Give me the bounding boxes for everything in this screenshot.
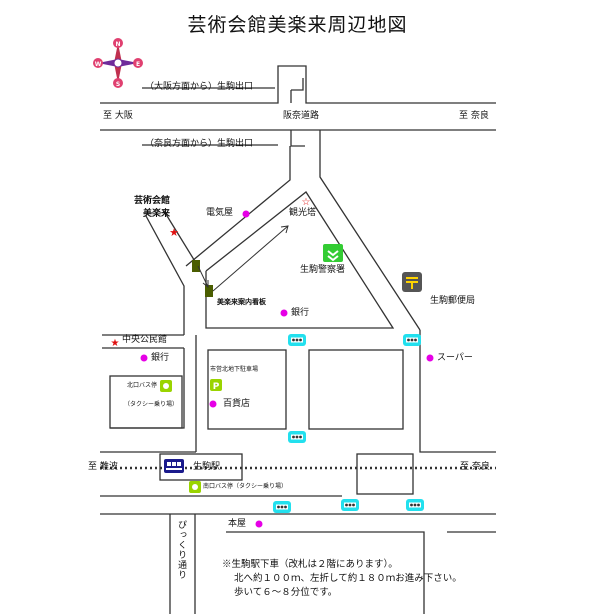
label-hanna-road: 阪奈道路 (283, 111, 320, 121)
label-bigakurai: 美楽来 (143, 209, 171, 219)
label-north-bus-stop: 北口バス停 (127, 382, 158, 389)
police-icon (323, 244, 343, 262)
label-bigakurai-hall: 芸術会館 (134, 196, 171, 206)
star-icon: ★ (169, 226, 179, 239)
label-bank-1: 銀行 (291, 308, 310, 318)
label-ikoma-station: 生駒駅 (193, 462, 221, 472)
label-department-store: 百貨店 (223, 399, 251, 409)
label-central-hall: 中央公民館 (122, 335, 168, 345)
compass-s: S (116, 81, 120, 88)
label-north-taxi: （タクシー乗り場） (124, 401, 179, 408)
note-line-3: 歩いて６～８分位です。 (234, 587, 338, 598)
compass-rose-icon (93, 38, 143, 88)
label-parking: 市営北地下駐車場 (210, 366, 259, 373)
bus-stop-icon (189, 481, 201, 493)
svg-text:P: P (213, 382, 220, 392)
label-bank-2: 銀行 (151, 353, 170, 363)
label-to-nara-rail: 至 奈良 (460, 462, 490, 472)
label-observation-tower: 観光塔 (289, 208, 317, 218)
label-supermarket: スーパー (437, 353, 473, 363)
label-bookstore: 本屋 (228, 519, 247, 529)
label-post-office: 生駒郵便局 (430, 296, 476, 306)
label-police-station: 生駒警察署 (300, 265, 346, 275)
post-office-icon (402, 272, 422, 292)
train-icon (164, 459, 184, 473)
bus-stop-icon (160, 380, 172, 392)
compass-n: N (115, 41, 120, 48)
directions-note: ※生駒駅下車（改札は２階にあります）。 北へ約１００ｍ、左折して約１８０ｍお進み… (222, 558, 462, 600)
note-line-2: 北へ約１００ｍ、左折して約１８０ｍお進み下さい。 (234, 573, 462, 584)
note-line-1: ※生駒駅下車（改札は２階にあります）。 (222, 559, 398, 570)
signboard-icon (205, 285, 213, 297)
compass-w: W (95, 61, 102, 68)
star-icon: ★ (111, 338, 120, 349)
label-guide-sign: 美楽来案内看板 (217, 297, 266, 306)
signboard-icon (192, 260, 200, 272)
label-to-osaka: 至 大阪 (103, 111, 133, 121)
label-exit-from-nara: （奈良方面から）生駒出口 (145, 139, 254, 149)
label-to-nara: 至 奈良 (459, 111, 489, 121)
direction-arrows (197, 225, 289, 292)
traffic-signal-icon (273, 334, 424, 513)
label-to-naniwa: 至 難波 (88, 462, 118, 472)
map-title: 芸術会館美楽来周辺地図 (187, 14, 408, 36)
place-markers (140, 210, 434, 528)
star-outline-icon: ☆ (302, 197, 311, 208)
compass-e: E (136, 61, 140, 68)
parking-icon: P (210, 379, 222, 392)
label-south-bus-stop: 南口バス停（タクシー乗り場） (203, 483, 288, 490)
label-hikkuri-street: ぴっくり通り (176, 520, 186, 580)
label-exit-from-osaka: （大阪方面から）生駒出口 (145, 82, 254, 92)
roads (100, 65, 496, 614)
label-electric-shop: 電気屋 (206, 208, 234, 218)
